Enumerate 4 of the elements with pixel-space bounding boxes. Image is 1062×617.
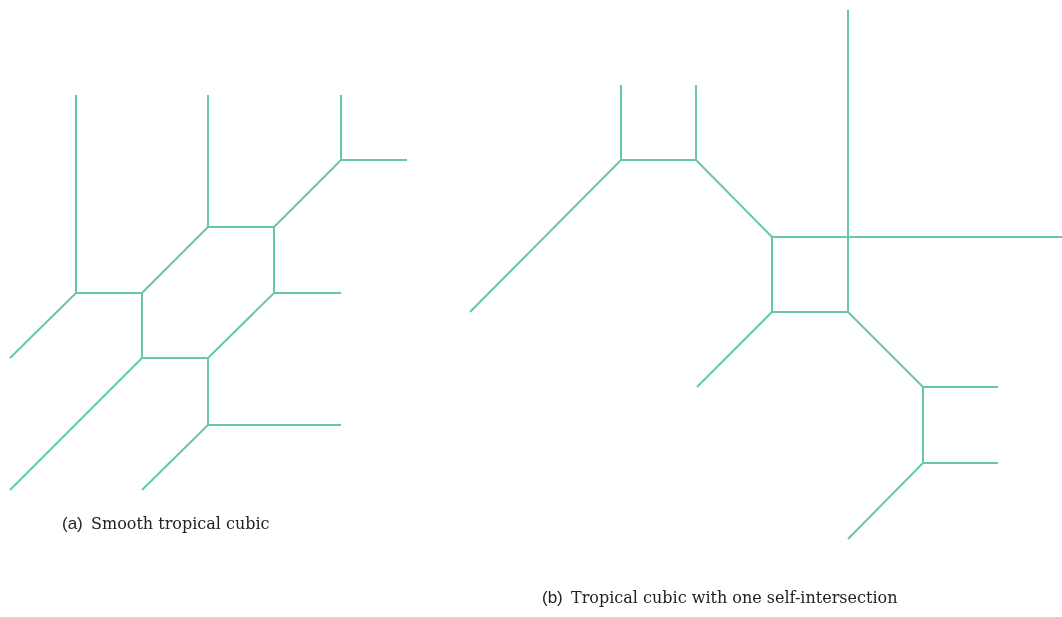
figure-caption: Smooth tropical cubic (91, 514, 270, 534)
figure-caption: Tropical cubic with one self-intersection (571, 588, 898, 608)
subfigure-letter: (b) (542, 588, 563, 608)
subfigure-letter: (a) (62, 514, 83, 534)
